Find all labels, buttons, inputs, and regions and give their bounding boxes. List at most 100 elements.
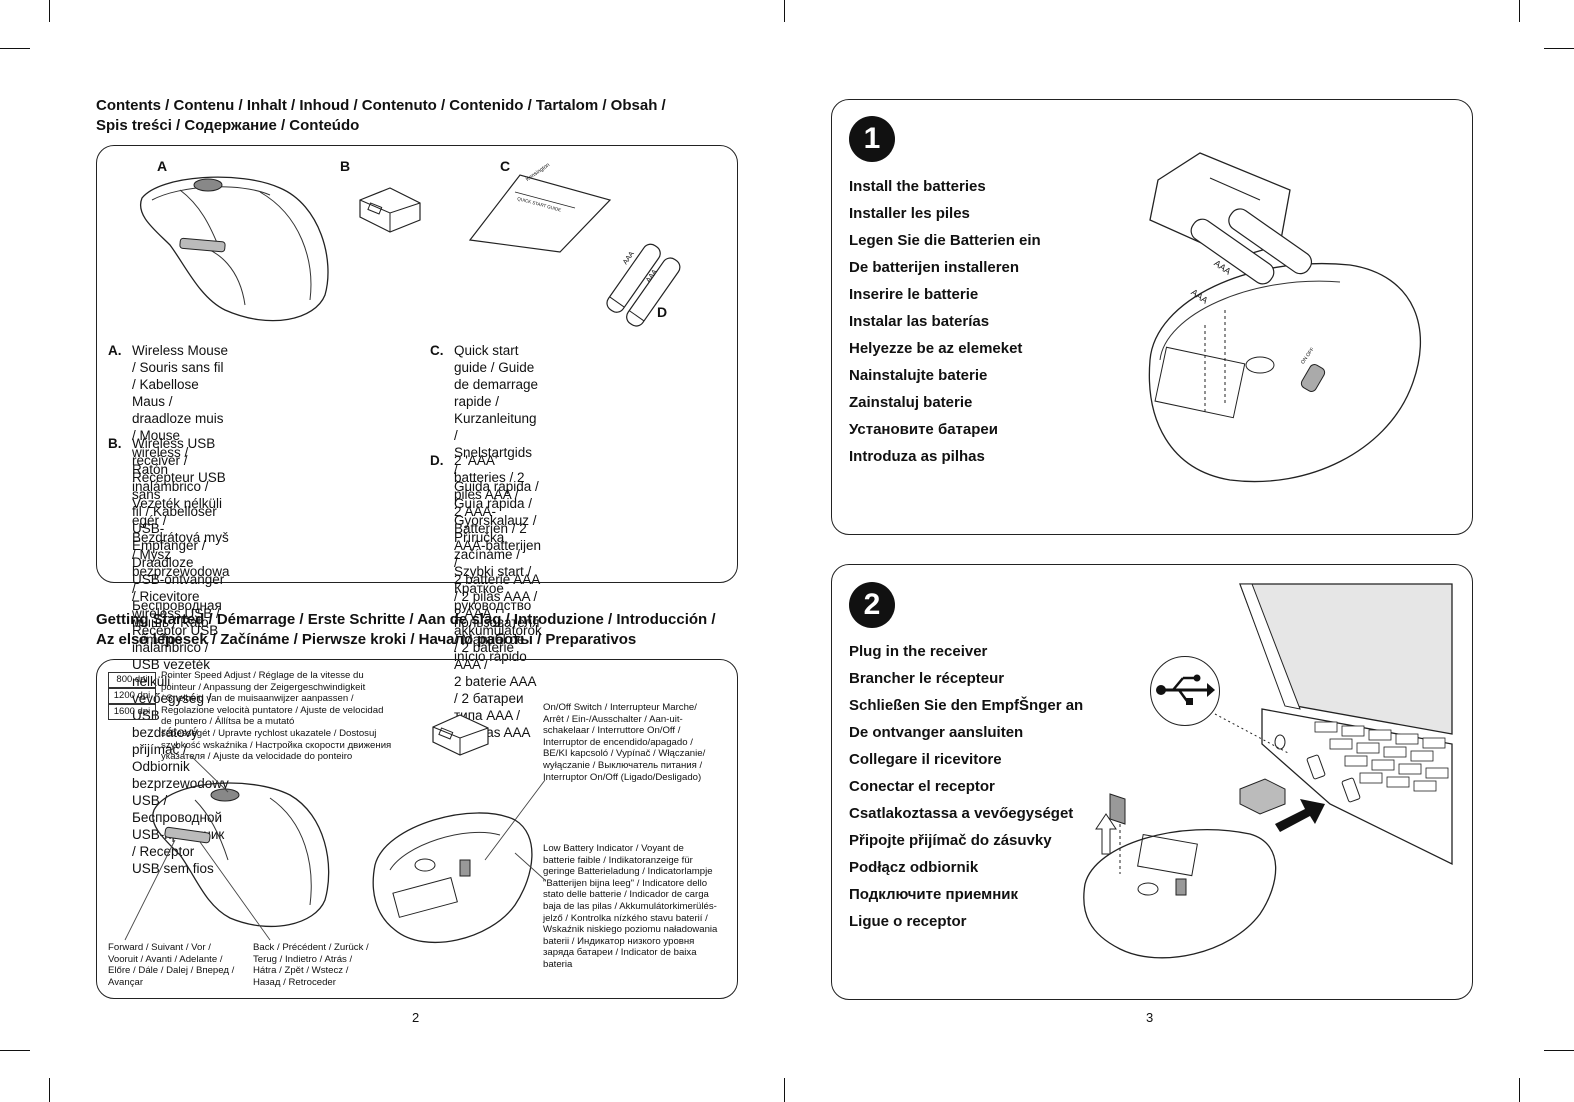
item-letter-d: D [657, 304, 668, 320]
item-text-line: Беспроводная мышь / Rato sem fios [132, 598, 222, 647]
dpi-800: 800 dpi [108, 672, 156, 688]
receiver-icon [432, 714, 489, 756]
item-text-line: 2 'AAA' batteries / 2 piles AAA / [454, 453, 525, 502]
label-line: указателя / Ajuste da velocidade do pont… [161, 751, 353, 763]
crop-mark [784, 0, 785, 22]
label-line: batterie faible / Indikatoranzeige für [543, 854, 693, 866]
onoff-switch-label: On/Off Switch / Interrupteur Marche/ Arr… [543, 702, 705, 783]
mouse-icon [139, 176, 329, 322]
label-line: "Batterijen bijna leeg" / Indicatore del… [543, 877, 708, 889]
instruction-line: Conectar el receptor [849, 778, 995, 795]
receiver-icon [359, 187, 421, 233]
crop-mark [1544, 48, 1574, 49]
item-text-line: início rápido [454, 649, 527, 664]
receiver-icon [1239, 778, 1286, 815]
instruction-line: Подключите приемник [849, 886, 1018, 903]
instruction-line: Brancher le récepteur [849, 670, 1005, 687]
item-text-line: Receptor USB inalámbrico / USB vezeték [132, 623, 219, 672]
label-line: Pointer Speed Adjust / Réglage de la vit… [161, 670, 364, 681]
label-line: schakelaar / Interruttore On/Off / [543, 725, 681, 737]
item-text-line: руководство пользователя / Manual de [454, 598, 540, 647]
label-line: Wskaźnik niskiego poziomu naładowania [543, 924, 718, 936]
item-text-line: rapide / Kurzanleitung / Snelstartgids / [454, 394, 537, 477]
instruction-line: Introduza as pilhas [849, 448, 985, 465]
item-text-line: akkumulátorok / 2 baterie AAA / [454, 623, 542, 672]
item-letter: C. [430, 343, 444, 358]
label-line: Vooruit / Avanti / Adelante / [108, 953, 223, 965]
low-battery-label: Low Battery Indicator / Voyant de batter… [543, 843, 717, 971]
item-text-line: Příručka začínáme / Szybki start /Кратко… [454, 530, 532, 596]
step1-instructions: Install the batteries Installer les pile… [849, 178, 1041, 475]
page-number: 2 [412, 1010, 420, 1025]
crop-mark [1519, 1078, 1520, 1102]
battery-icon [606, 243, 681, 327]
item-letter: B. [108, 436, 122, 451]
getting-started-box [96, 659, 738, 999]
getting-started-line: Getting Started / Démarrage / Erste Schr… [96, 611, 716, 628]
arrow-icon [1275, 799, 1325, 832]
item-text-line: Ratón inalámbrico / Vezeték nélküli egér… [132, 462, 223, 528]
label-line: bateria [543, 958, 573, 970]
item-text-line: Bezdrátová myš / Mysz bezprzewodowa / [132, 530, 230, 596]
item-text-line: 2 AAA-Batterien / 2 AAA-batterijen / [454, 504, 542, 570]
instruction-line: Ligue o receptor [849, 913, 967, 930]
instruction-line: Schließen Sie den EmpfŠnger an [849, 697, 1084, 714]
item-letter-c: C [500, 158, 511, 174]
instruction-line: Helyezze be az elemeket [849, 340, 1023, 357]
item-text-line: Wireless Mouse / Souris sans fil / Kabel… [132, 343, 229, 392]
mouse-bottom-icon [372, 779, 546, 943]
label-line: Előre / Dále / Dalej / Вперед / [108, 965, 235, 977]
instruction-line: Install the batteries [849, 178, 986, 195]
label-line: Interruptor On/Off (Ligado/Desligado) [543, 771, 702, 783]
crop-mark [49, 0, 50, 22]
step1-number: 1 [849, 116, 895, 162]
crop-mark [1544, 1050, 1574, 1051]
item-text-line: nélküli vevőegység / USB bezdrátový [132, 674, 212, 740]
label-line: stato delle batterie / Indicador de carg… [543, 889, 709, 901]
item-text-line: fil / Kabelloser USB-Empfänger / Draadlo… [132, 504, 217, 570]
label-line: baterii / Индикатор низкого уровня [543, 935, 695, 947]
instruction-line: Podłącz odbiornik [849, 859, 979, 876]
step1-box [831, 99, 1473, 535]
instruction-line: Nainstalujte baterie [849, 367, 988, 384]
item-letter: A. [108, 343, 122, 358]
step2-instructions: Plug in the receiver Brancher le récepte… [849, 643, 1083, 940]
item-text-line: Guida rapida / Guía rápida / Gyorskalauz… [454, 479, 539, 528]
contents-box [96, 145, 738, 583]
label-line: / Snelheid van de muisaanwijzer aanpasse… [161, 693, 354, 705]
battery-install-illustration [1148, 152, 1422, 483]
getting-started-heading: Getting Started / Démarrage / Erste Schr… [96, 610, 716, 650]
instruction-line: Připojte přijímač do zásuvky [849, 832, 1052, 849]
item-letter-a: A [157, 158, 168, 174]
label-line: Avançar [108, 976, 144, 988]
label-line: Hátra / Zpět / Wstecz / [253, 965, 349, 977]
crop-mark [784, 1078, 785, 1102]
label-line: pointeur / Anpassung der Zeigergeschwind… [161, 681, 366, 693]
instruction-line: De ontvanger aansluiten [849, 724, 1024, 741]
label-line: Terug / Indietro / Atrás / [253, 953, 353, 965]
label-line: Forward / Suivant / Vor / [108, 942, 211, 953]
item-letter-b: B [340, 158, 351, 174]
contents-heading-line: Spis treści / Содержание / Conteúdo [96, 117, 360, 134]
dpi-1600: 1600 dpi [108, 704, 156, 720]
label-line: Arrêt / Ein-/Ausschalter / Aan-uit- [543, 713, 683, 725]
getting-started-line: Az első lépések / Začínáme / Pierwsze kr… [96, 631, 637, 648]
label-line: de puntero / Állítsa be a mutató [161, 716, 295, 728]
label-line: wyłączanie / Выключатель питания / [543, 759, 703, 771]
label-line: BE/KI kapcsoló / Vypínač / Włączanie/ [543, 748, 706, 760]
crop-mark [0, 48, 30, 49]
label-line: Interruptor de encendido/apagado / [543, 736, 693, 748]
item-text-line: Quick start guide / Guide de demarrage [454, 343, 539, 392]
label-line: заряда батареи / Indicator de baixa [543, 947, 697, 959]
instruction-line: Установите батареи [849, 421, 998, 438]
instruction-line: Collegare il ricevitore [849, 751, 1002, 768]
item-text-line: USB-ontvanger / Ricevitore wireless USB … [132, 572, 225, 621]
instruction-line: De batterijen installeren [849, 259, 1020, 276]
label-line: geringe Batterieladung / Indicatorlampje [543, 866, 713, 878]
usb-icon [1156, 674, 1215, 705]
label-line: Low Battery Indicator / Voyant de [543, 843, 684, 854]
instruction-line: Csatlakoztassa a vevőegységet [849, 805, 1074, 822]
label-line: szybkość wskaźnika / Настройка скорости … [161, 739, 392, 751]
crop-mark [1519, 0, 1520, 22]
item-letter: D. [430, 453, 444, 468]
